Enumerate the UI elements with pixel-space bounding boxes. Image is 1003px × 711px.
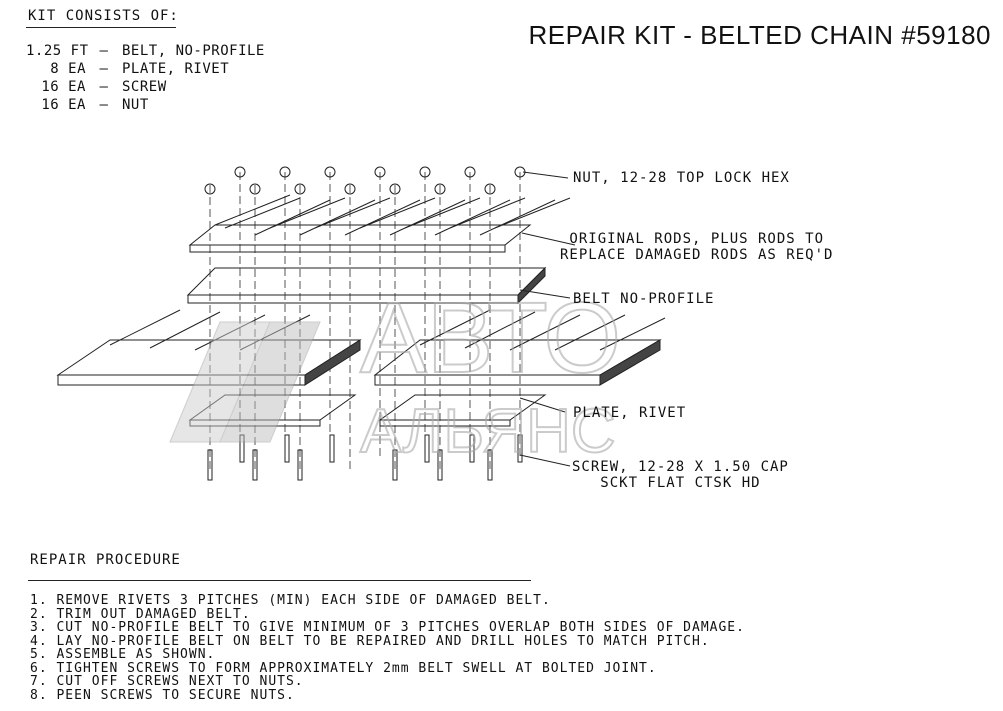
callout-nut: NUT, 12-28 TOP LOCK HEX — [573, 170, 790, 186]
page-title: REPAIR KIT - BELTED CHAIN #59180 — [528, 20, 991, 50]
callout-rods-line2: REPLACE DAMAGED RODS AS REQ'D — [560, 247, 834, 263]
watermark-line1: АВТО — [360, 282, 621, 394]
kit-item: 16 EA – NUT — [26, 96, 265, 114]
kit-item-qty: 1.25 FT — [26, 43, 89, 59]
top-rivet-plates — [188, 194, 571, 253]
kit-item: 1.25 FT – BELT, NO-PROFILE — [26, 42, 265, 60]
kit-item-qty: 16 EA — [41, 97, 86, 113]
repair-procedure-header: REPAIR PROCEDURE — [30, 552, 181, 568]
repair-step: 4. LAY NO-PROFILE BELT ON BELT TO BE REP… — [30, 633, 710, 649]
kit-item-dash: – — [99, 43, 109, 59]
callout-screw-line2: SCKT FLAT CTSK HD — [600, 475, 761, 491]
repair-steps: 1. REMOVE RIVETS 3 PITCHES (MIN) EACH SI… — [30, 594, 745, 702]
callout-screw: SCREW, 12-28 X 1.50 CAP SCKT FLAT CTSK H… — [572, 459, 789, 491]
kit-item-dash: – — [99, 61, 109, 77]
belt-patch — [186, 266, 547, 305]
bottom-rivet-plates — [188, 394, 547, 427]
repair-step: 7. CUT OFF SCREWS NEXT TO NUTS. — [30, 674, 304, 689]
kit-item-desc: BELT, NO-PROFILE — [122, 43, 265, 59]
kit-item-qty: 16 EA — [41, 79, 86, 95]
kit-item: 8 EA – PLATE, RIVET — [26, 60, 265, 78]
nut-row-top — [204, 166, 526, 195]
belt-section-right — [373, 309, 666, 386]
repair-step: 6. TIGHTEN SCREWS TO FORM APPROXIMATELY … — [30, 660, 657, 676]
kit-item: 16 EA – SCREW — [26, 78, 265, 96]
repair-step: 8. PEEN SCREWS TO SECURE NUTS. — [30, 687, 295, 703]
callout-plate: PLATE, RIVET — [573, 405, 687, 421]
watermark-shape — [169, 321, 271, 443]
kit-item-dash: – — [99, 97, 109, 113]
repair-step: 3. CUT NO-PROFILE BELT TO GIVE MINIMUM O… — [30, 620, 745, 635]
watermark-logo: АВТО АЛЬЯНС — [169, 281, 622, 462]
callout-rods-line1: ORIGINAL RODS, PLUS RODS TO — [569, 231, 824, 247]
repair-step: 5. ASSEMBLE AS SHOWN. — [30, 647, 216, 662]
callout-rods: ORIGINAL RODS, PLUS RODS TO REPLACE DAMA… — [560, 231, 833, 263]
repair-header-underline — [28, 580, 531, 581]
kit-item-dash: – — [99, 79, 109, 95]
callout-screw-line1: SCREW, 12-28 X 1.50 CAP — [572, 459, 789, 475]
kit-item-qty: 8 EA — [50, 61, 86, 77]
repair-step: 2. TRIM OUT DAMAGED BELT. — [30, 606, 251, 622]
watermark-line2: АЛЬЯНС — [360, 397, 616, 462]
kit-header: KIT CONSISTS OF: — [28, 8, 179, 24]
repair-step: 1. REMOVE RIVETS 3 PITCHES (MIN) EACH SI… — [30, 593, 551, 608]
screw-row — [207, 434, 523, 481]
kit-item-desc: PLATE, RIVET — [122, 61, 230, 77]
watermark-shape — [219, 321, 321, 443]
kit-item-desc: NUT — [122, 97, 149, 113]
belt-section-left — [56, 309, 362, 386]
kit-list: 1.25 FT – BELT, NO-PROFILE 8 EA – PLATE,… — [26, 42, 265, 114]
leader-lines — [519, 171, 576, 467]
kit-item-desc: SCREW — [122, 79, 167, 95]
callout-belt: BELT NO-PROFILE — [573, 291, 715, 307]
kit-header-underline — [26, 27, 176, 28]
